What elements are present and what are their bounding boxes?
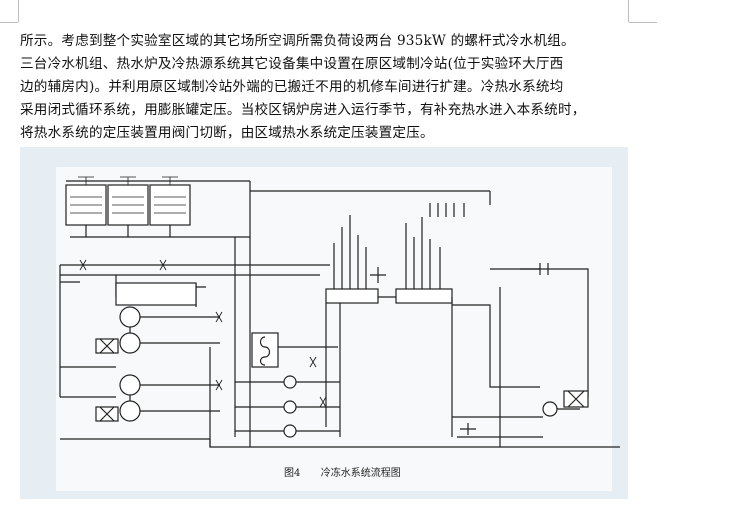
paragraph-line-1: 所示。考虑到整个实验室区域的其它场所空调所需负荷设两台 935kW 的螺杆式冷水… (20, 33, 575, 49)
right-side-loop (452, 263, 589, 447)
page-corner-mark-right-v (628, 0, 629, 22)
page-corner-mark-left-h (0, 22, 18, 23)
expansion-tank (251, 332, 338, 368)
diagram-drawing (56, 167, 620, 491)
body-paragraph: 所示。考虑到整个实验室区域的其它场所空调所需负荷设两台 935kW 的螺杆式冷水… (20, 30, 720, 145)
figure-caption-number: 图4 (284, 468, 301, 479)
cooling-towers (65, 176, 250, 238)
figure-caption: 图4 冷冻水系统流程图 (284, 464, 401, 479)
figure-caption-title: 冷冻水系统流程图 (320, 468, 401, 479)
paragraph-line-5: 将热水系统的定压装置用阀门切断，由区域热水系统定压装置定压。 (20, 125, 434, 141)
paragraph-line-2: 三台冷水机组、热水炉及冷热源系统其它设备集中设置在原区域制冷站(位于实验环大厅西 (20, 56, 564, 72)
chilled-water-flow-diagram: 图4 冷冻水系统流程图 (20, 147, 628, 499)
paragraph-line-3: 边的辅房内)。并利用原区域制冷站外端的已搬迁不用的机修车间进行扩建。冷热水系统均 (20, 79, 564, 95)
valve-marks (79, 259, 327, 408)
chiller-unit-2 (60, 347, 620, 448)
paragraph-line-4: 采用闭式循环系统，用膨胀罐定压。当校区锅炉房进入运行季节，有补充热水进入本系统时… (20, 102, 586, 118)
water-manifolds (325, 203, 465, 437)
chiller-unit-1 (95, 282, 220, 354)
pump-row (235, 375, 340, 438)
page-corner-mark-right-h (629, 22, 657, 23)
page-corner-mark-left-v (18, 0, 19, 22)
